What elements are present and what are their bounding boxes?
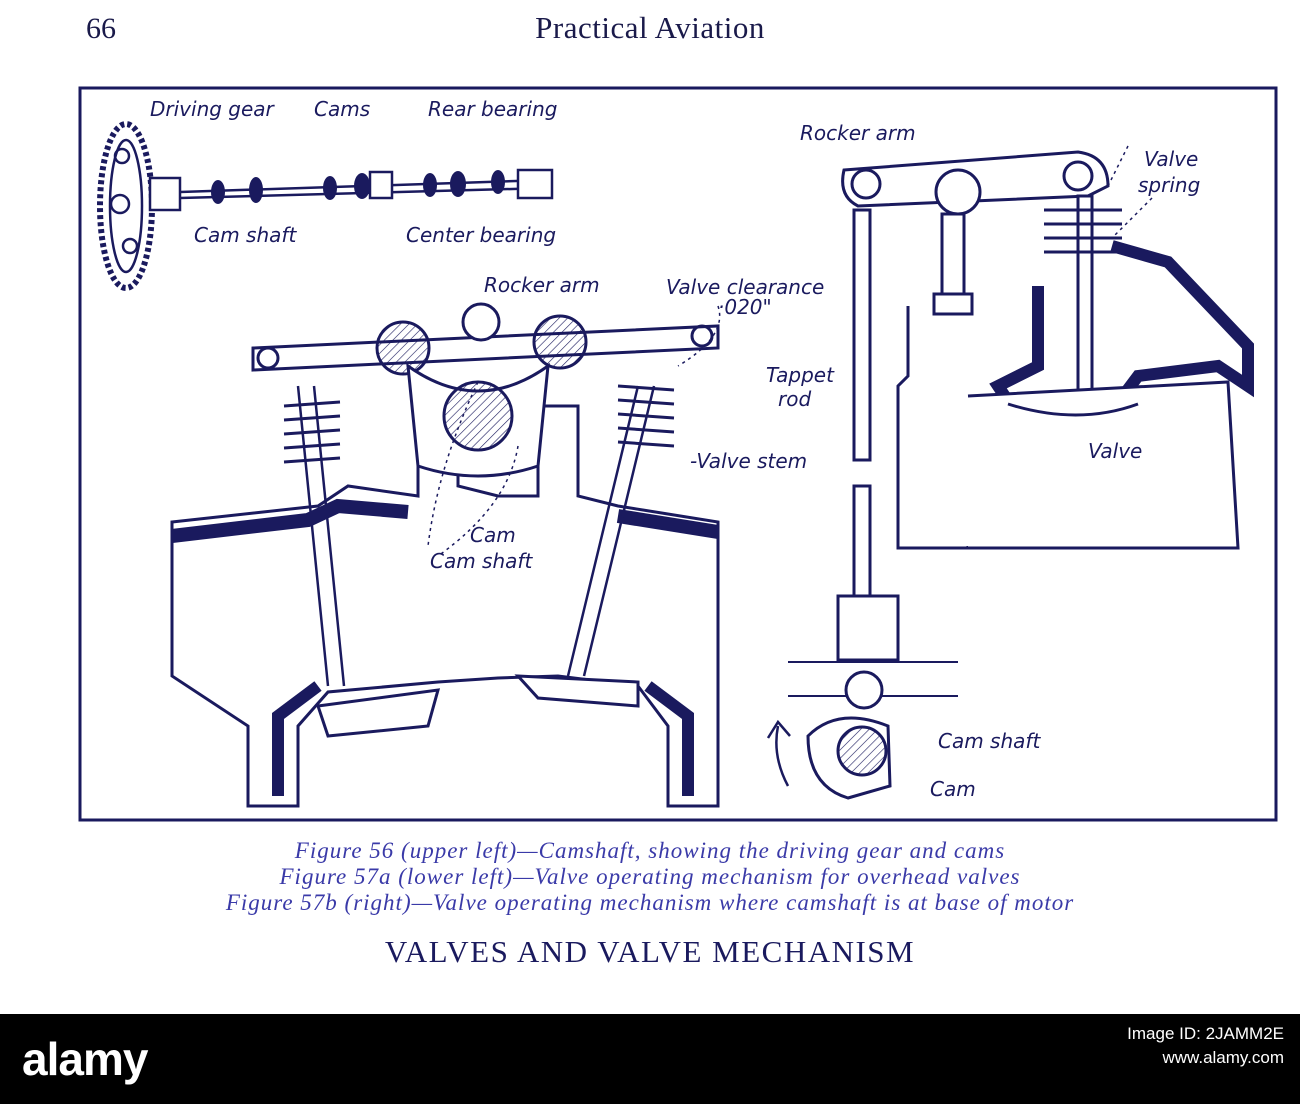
fig56-camshaft-drawing bbox=[97, 121, 554, 291]
fig57b-label-valve: Valve bbox=[1088, 439, 1142, 463]
watermark-footer: alamy Image ID: 2JAMM2E www.alamy.com bbox=[0, 1014, 1300, 1104]
fig57a-label-valve-stem: -Valve stem bbox=[690, 449, 807, 473]
caption-figure-57b: Figure 57b (right)—Valve operating mecha… bbox=[225, 890, 1075, 915]
fig57a-label-rocker-arm: Rocker arm bbox=[484, 273, 600, 297]
plate-title: VALVES AND VALVE MECHANISM bbox=[384, 934, 916, 969]
fig57a-label-valve-clearance: Valve clearance bbox=[666, 275, 824, 299]
fig56-label-rear-bearing: Rear bearing bbox=[428, 97, 557, 121]
fig57a-overhead-valve-drawing bbox=[170, 302, 721, 808]
fig56-label-center-bearing: Center bearing bbox=[406, 223, 556, 247]
figure-captions: Figure 56 (upper left)—Camshaft, showing… bbox=[0, 838, 1300, 916]
page-number: 66 bbox=[86, 12, 116, 45]
watermark-image-id: Image ID: 2JAMM2E www.alamy.com bbox=[1127, 1022, 1284, 1070]
caption-figure-56: Figure 56 (upper left)—Camshaft, showing… bbox=[294, 838, 1006, 863]
fig57a-label-clearance-value: ·020" bbox=[718, 295, 772, 319]
site-url-text: www.alamy.com bbox=[1162, 1048, 1284, 1067]
fig57b-base-camshaft-drawing bbox=[766, 145, 1254, 800]
fig57a-label-cam: Cam bbox=[470, 523, 516, 547]
image-id-text: Image ID: 2JAMM2E bbox=[1127, 1024, 1284, 1043]
fig56-label-cams: Cams bbox=[314, 97, 370, 121]
running-title: Practical Aviation bbox=[535, 10, 765, 45]
fig56-label-cam-shaft: Cam shaft bbox=[194, 223, 297, 247]
watermark-logo: alamy bbox=[22, 1033, 148, 1085]
fig57b-label-valve-spring-line2: spring bbox=[1138, 173, 1200, 197]
fig57a-label-cam-shaft: Cam shaft bbox=[430, 549, 533, 573]
fig56-label-driving-gear: Driving gear bbox=[150, 97, 276, 121]
caption-figure-57a: Figure 57a (lower left)—Valve operating … bbox=[279, 864, 1021, 889]
fig57b-label-cam: Cam bbox=[930, 777, 976, 801]
fig57b-label-tappet-rod-line2: rod bbox=[778, 387, 811, 411]
fig57b-label-cam-shaft: Cam shaft bbox=[938, 729, 1041, 753]
fig57b-label-tappet-rod-line1: Tappet bbox=[766, 363, 835, 387]
fig57b-label-valve-spring-line1: Valve bbox=[1144, 147, 1198, 171]
fig57b-label-rocker-arm: Rocker arm bbox=[800, 121, 916, 145]
figure-plate: Driving gear Cams Rear bearing Cam shaft… bbox=[78, 86, 1278, 822]
